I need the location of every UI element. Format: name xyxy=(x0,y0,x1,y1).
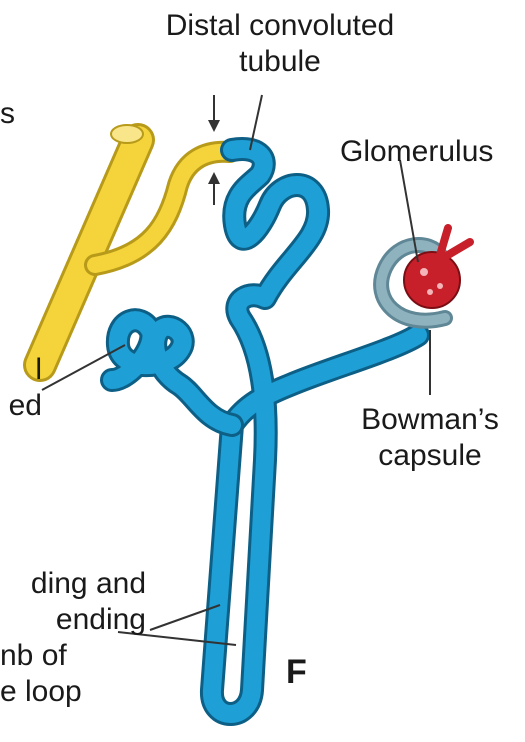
top-left-fragment: s xyxy=(0,96,15,132)
label-pointers xyxy=(42,95,430,645)
glomerulus-label: Glomerulus xyxy=(340,134,493,170)
loop-label-line3: nb of xyxy=(0,638,146,674)
loop-of-henle-label: ding and ending nb of e loop xyxy=(0,566,146,710)
loop-label-line2: ending xyxy=(0,602,146,638)
distal-label-line1: Distal convoluted xyxy=(130,8,430,44)
loop-label-line4: e loop xyxy=(0,674,146,710)
distal-label-line2: tubule xyxy=(130,44,430,80)
bowmans-capsule-label: Bowman’s capsule xyxy=(340,402,520,474)
proximal-label-line1: l xyxy=(0,352,42,388)
proximal-label-fragment: l ed xyxy=(0,352,42,424)
distal-convoluted-label: Distal convoluted tubule xyxy=(130,8,430,80)
loop-label-line1: ding and xyxy=(0,566,146,602)
bowmans-label-line2: capsule xyxy=(340,438,520,474)
proximal-label-line2: ed xyxy=(0,388,42,424)
bowmans-label-line1: Bowman’s xyxy=(340,402,520,438)
figure-letter: F xyxy=(286,654,307,690)
